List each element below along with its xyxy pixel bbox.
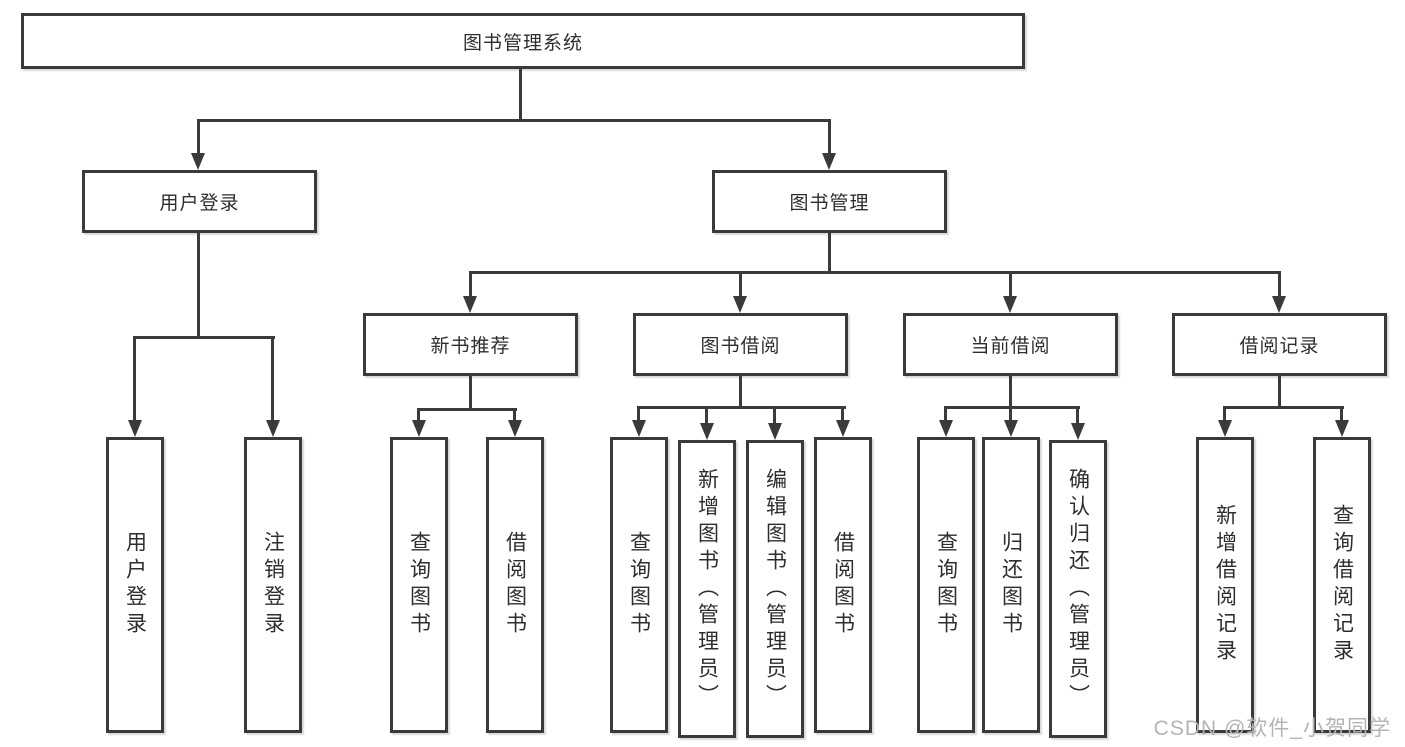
node-leaf-edit-book-admin-label: 编辑图书（管理员） bbox=[763, 467, 787, 711]
node-user-login-label: 用户登录 bbox=[159, 193, 240, 214]
connector-book-mgmt-hline bbox=[469, 271, 1281, 274]
node-leaf-user-login-label: 用户登录 bbox=[123, 531, 147, 639]
connector-stem bbox=[705, 406, 708, 424]
node-book-borrowing: 图书借阅 bbox=[633, 313, 848, 376]
connector-book-borrow-stem bbox=[739, 376, 742, 408]
connector-stem bbox=[1223, 406, 1226, 421]
connector-stem-book-borrow bbox=[739, 271, 742, 297]
connector-stem bbox=[1076, 406, 1079, 424]
connector-stem bbox=[637, 406, 640, 421]
node-leaf-borrow-book-borrowing: 借阅图书 bbox=[814, 437, 872, 733]
node-leaf-query-book-borrowing: 查询图书 bbox=[610, 437, 668, 733]
node-leaf-add-borrow-record: 新增借阅记录 bbox=[1196, 437, 1254, 733]
node-library-system: 图书管理系统 bbox=[21, 13, 1025, 69]
node-leaf-add-borrow-record-label: 新增借阅记录 bbox=[1213, 504, 1237, 666]
connector-records-hline bbox=[1223, 406, 1344, 409]
node-leaf-borrow-book-recommend-label: 借阅图书 bbox=[503, 531, 527, 639]
node-borrowing-records-label: 借阅记录 bbox=[1239, 336, 1320, 357]
connector-stem bbox=[417, 408, 420, 421]
arrow-down-icon bbox=[939, 420, 953, 437]
node-leaf-query-book-recommend-label: 查询图书 bbox=[407, 531, 431, 639]
connector-root-stem bbox=[519, 69, 522, 121]
node-leaf-query-book-current-label: 查询图书 bbox=[934, 531, 958, 639]
node-library-system-label: 图书管理系统 bbox=[462, 32, 583, 54]
connector-book-mgmt-stem bbox=[828, 233, 831, 271]
csdn-watermark: CSDN @软件_小贺同学 bbox=[1153, 717, 1391, 740]
node-leaf-borrow-book-recommend: 借阅图书 bbox=[486, 437, 544, 733]
node-leaf-confirm-return-admin-label: 确认归还（管理员） bbox=[1066, 467, 1090, 711]
connector-new-book-stem bbox=[469, 376, 472, 410]
node-user-login: 用户登录 bbox=[82, 170, 317, 233]
connector-stem-new-book-rec bbox=[469, 271, 472, 297]
arrow-down-icon bbox=[508, 420, 522, 437]
arrow-down-icon bbox=[768, 423, 782, 440]
arrow-down-icon bbox=[632, 420, 646, 437]
connector-current-borrow-hline bbox=[944, 406, 1080, 409]
arrow-down-icon bbox=[463, 296, 477, 313]
node-current-borrowing: 当前借阅 bbox=[903, 313, 1118, 376]
node-leaf-return-book-label: 归还图书 bbox=[999, 531, 1023, 639]
node-new-book-recommend: 新书推荐 bbox=[363, 313, 578, 376]
connector-records-stem bbox=[1278, 376, 1281, 408]
connector-current-borrow-stem bbox=[1009, 376, 1012, 408]
node-new-book-recommend-label: 新书推荐 bbox=[430, 336, 511, 357]
arrow-down-icon bbox=[1003, 296, 1017, 313]
arrow-down-icon bbox=[700, 423, 714, 440]
connector-stem bbox=[773, 406, 776, 424]
node-leaf-logout-label: 注销登录 bbox=[261, 531, 285, 639]
node-book-management: 图书管理 bbox=[712, 170, 947, 233]
node-leaf-query-borrow-record: 查询借阅记录 bbox=[1313, 437, 1371, 733]
connector-book-borrow-hline bbox=[637, 406, 846, 409]
connector-stem-book-mgmt bbox=[828, 119, 831, 154]
arrow-down-icon bbox=[1218, 420, 1232, 437]
connector-stem bbox=[944, 406, 947, 421]
connector-new-book-hline bbox=[417, 408, 517, 411]
node-leaf-return-book: 归还图书 bbox=[982, 437, 1040, 733]
node-book-management-label: 图书管理 bbox=[789, 193, 870, 214]
node-leaf-query-borrow-record-label: 查询借阅记录 bbox=[1330, 504, 1354, 666]
node-leaf-user-login: 用户登录 bbox=[106, 437, 164, 733]
connector-stem-borrow-records bbox=[1278, 271, 1281, 297]
connector-stem-user-login bbox=[197, 119, 200, 154]
arrow-down-icon bbox=[1004, 420, 1018, 437]
node-leaf-logout: 注销登录 bbox=[244, 437, 302, 733]
node-leaf-borrow-book-borrowing-label: 借阅图书 bbox=[831, 531, 855, 639]
node-leaf-edit-book-admin: 编辑图书（管理员） bbox=[746, 440, 804, 738]
node-leaf-query-book-recommend: 查询图书 bbox=[390, 437, 448, 733]
connector-stem bbox=[1009, 406, 1012, 421]
connector-stem bbox=[513, 408, 516, 421]
node-leaf-query-book-current: 查询图书 bbox=[917, 437, 975, 733]
node-current-borrowing-label: 当前借阅 bbox=[970, 336, 1051, 357]
connector-stem-leaf-logout bbox=[271, 336, 274, 421]
connector-user-login-hline bbox=[133, 336, 275, 339]
arrow-down-icon bbox=[1335, 420, 1349, 437]
arrow-down-icon bbox=[733, 296, 747, 313]
arrow-down-icon bbox=[412, 420, 426, 437]
node-leaf-add-book-admin-label: 新增图书（管理员） bbox=[695, 467, 719, 711]
arrow-down-icon bbox=[266, 420, 280, 437]
node-borrowing-records: 借阅记录 bbox=[1172, 313, 1387, 376]
arrow-down-icon bbox=[1071, 423, 1085, 440]
arrow-down-icon bbox=[1272, 296, 1286, 313]
node-leaf-confirm-return-admin: 确认归还（管理员） bbox=[1049, 440, 1107, 738]
arrow-down-icon bbox=[822, 153, 836, 170]
arrow-down-icon bbox=[191, 153, 205, 170]
arrow-down-icon bbox=[128, 420, 142, 437]
arrow-down-icon bbox=[836, 420, 850, 437]
connector-stem-leaf-user-login bbox=[133, 336, 136, 421]
connector-stem bbox=[1340, 406, 1343, 421]
node-book-borrowing-label: 图书借阅 bbox=[700, 336, 781, 357]
connector-stem bbox=[841, 406, 844, 421]
connector-root-hline bbox=[197, 119, 831, 122]
connector-user-login-stem bbox=[197, 233, 200, 336]
node-leaf-query-book-borrowing-label: 查询图书 bbox=[627, 531, 651, 639]
connector-stem-current-borrow bbox=[1009, 271, 1012, 297]
node-leaf-add-book-admin: 新增图书（管理员） bbox=[678, 440, 736, 738]
